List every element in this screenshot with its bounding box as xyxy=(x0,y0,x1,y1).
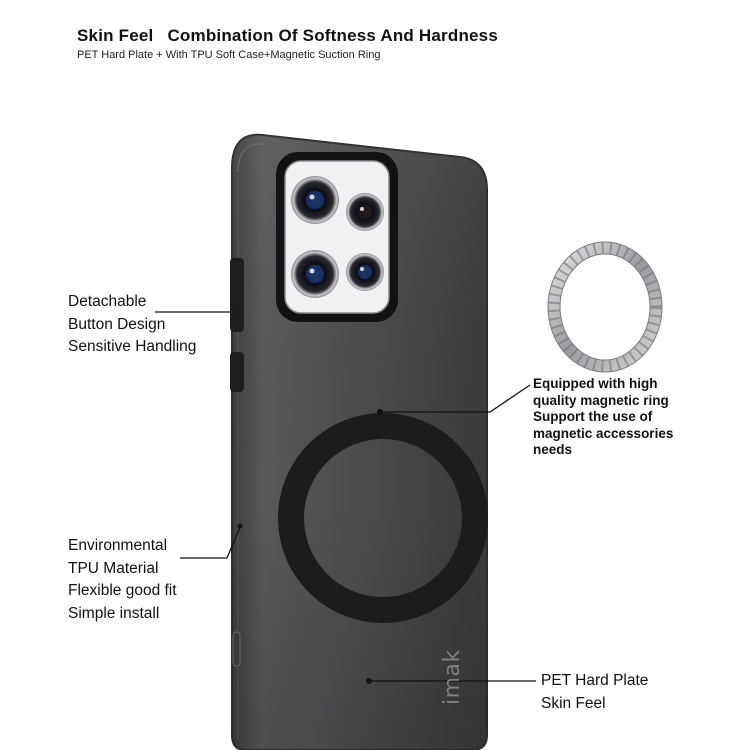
callout-line: Button Design xyxy=(68,315,166,333)
callout-line: TPU Material xyxy=(68,559,159,577)
callout-line: quality magnetic ring xyxy=(533,392,669,408)
callout-line: Equipped with high xyxy=(533,376,658,391)
callout-line: Flexible good fit xyxy=(68,582,177,599)
title-part-combination: Combination Of Softness And Hardness xyxy=(167,26,498,45)
callout-line: Support the use of xyxy=(533,409,653,424)
page-subtitle: PET Hard Plate + With TPU Soft Case+Magn… xyxy=(77,49,381,61)
camera-module xyxy=(276,152,398,322)
callout-tpu-material: Environmental TPU Material Flexible good… xyxy=(68,535,177,625)
brand-logo: imak xyxy=(440,649,465,705)
pointer-dot xyxy=(237,523,243,529)
callout-line: Environmental xyxy=(68,537,168,554)
side-slot xyxy=(232,631,241,667)
power-button xyxy=(230,352,244,392)
magnetic-ring xyxy=(278,413,488,623)
title-part-skin-feel: Skin Feel xyxy=(77,26,154,45)
callout-line: needs xyxy=(533,442,573,457)
magnetic-ring-accessory-icon xyxy=(547,241,663,373)
callout-line: Sensitive Handling xyxy=(68,338,197,355)
callout-line: Detachable xyxy=(68,293,147,310)
pointer-dot xyxy=(366,678,372,684)
pointer-dot xyxy=(377,409,383,415)
callout-line: magnetic accessories xyxy=(533,425,674,441)
callout-line: Skin Feel xyxy=(541,694,606,712)
callout-line: Simple install xyxy=(68,604,160,622)
page-title: Skin Feel Combination Of Softness And Har… xyxy=(77,26,498,46)
callout-pet-plate: PET Hard Plate Skin Feel xyxy=(541,670,648,715)
volume-button xyxy=(230,258,244,332)
callout-line: PET Hard Plate xyxy=(541,672,649,689)
callout-magnetic-ring: Equipped with high quality magnetic ring… xyxy=(533,376,673,459)
callout-button-design: Detachable Button Design Sensitive Handl… xyxy=(68,291,196,359)
